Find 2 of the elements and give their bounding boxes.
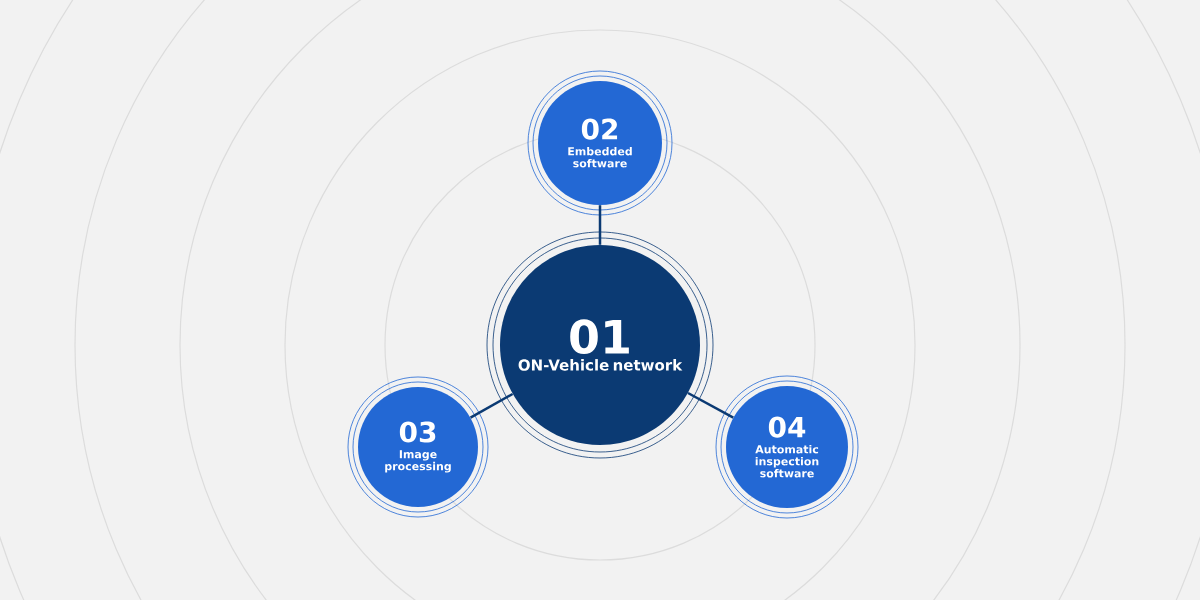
connector-line <box>687 391 734 419</box>
connector-line <box>469 392 514 419</box>
